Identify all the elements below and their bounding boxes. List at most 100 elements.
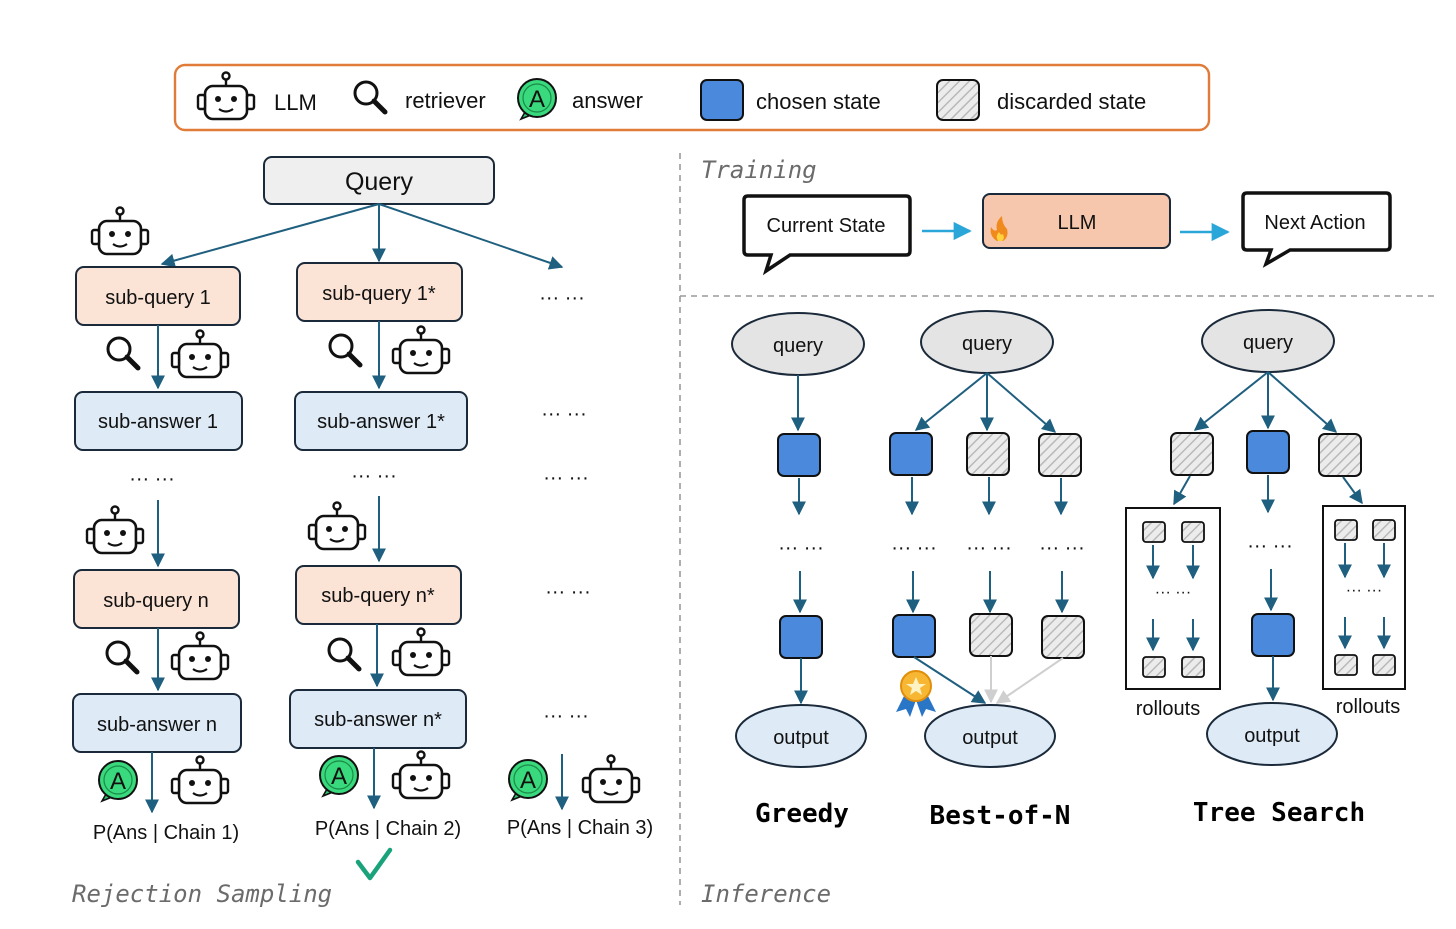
query-label: Query	[345, 168, 414, 196]
legend-llm-label: LLM	[274, 90, 317, 115]
chain1-subquery1-label: sub-query 1	[105, 287, 211, 309]
check-icon	[355, 847, 393, 881]
magnifier-icon	[108, 338, 138, 368]
magnifier-icon	[329, 639, 359, 669]
tree-output-node	[1206, 702, 1338, 766]
chain1-subanswern-label: sub-answer n	[97, 714, 217, 736]
ellipsis: ··· ···	[543, 705, 589, 727]
ellipsis: ··· ···	[541, 403, 587, 425]
arrow	[986, 372, 1057, 433]
rollout-state	[1372, 654, 1396, 676]
rollout-state	[1372, 519, 1396, 541]
ellipsis: ··· ···	[1039, 537, 1085, 559]
chain2-subqueryn-box	[295, 565, 462, 625]
robot-icon	[170, 755, 230, 805]
current-state-bubble	[742, 194, 912, 276]
rollout-state	[1142, 656, 1166, 678]
bon-query-label: query	[962, 333, 1012, 355]
chain1-subqueryn-box	[73, 569, 240, 629]
greedy-output-label: output	[773, 727, 829, 749]
discarded-state	[1041, 615, 1085, 659]
answer-glyph: A	[110, 768, 126, 795]
legend-answer-label: answer	[572, 88, 643, 113]
tree-search-title: Tree Search	[1193, 798, 1365, 828]
chain2-prob-label: P(Ans | Chain 2)	[315, 818, 461, 840]
arrow	[378, 203, 564, 270]
greedy-title: Greedy	[755, 799, 849, 829]
bon-output-label: output	[962, 727, 1018, 749]
arrow	[160, 203, 380, 268]
training-label: Training	[701, 156, 817, 184]
rollout-state	[1334, 654, 1358, 676]
arrow	[914, 372, 988, 431]
inference-label: Inference	[701, 880, 831, 908]
chain2-subqueryn-label: sub-query n*	[321, 585, 435, 607]
ellipsis: ··· ···	[891, 537, 937, 559]
current-state-label: Current State	[767, 215, 886, 237]
chain1-subqueryn-label: sub-query n	[103, 590, 209, 612]
legend-chosen-swatch	[700, 79, 744, 121]
magnifier-icon	[330, 335, 360, 365]
robot-icon	[85, 505, 145, 555]
chain1-subanswern-box	[72, 693, 242, 753]
arrow	[1193, 371, 1269, 431]
bon-output-node	[924, 704, 1056, 768]
ellipsis: ··· ···	[1346, 582, 1382, 599]
chosen-state	[1246, 430, 1290, 474]
robot-icon	[90, 206, 150, 256]
tree-output-label: output	[1244, 725, 1300, 747]
ellipsis: ··· ···	[778, 537, 824, 559]
discarded-state	[969, 613, 1013, 657]
chain1-subanswer1-box	[74, 391, 243, 451]
chosen-state	[892, 614, 936, 658]
rollout-state	[1181, 656, 1205, 678]
chosen-state	[777, 433, 821, 477]
ellipsis: ··· ···	[539, 287, 585, 309]
legend-chosen-label: chosen state	[756, 89, 881, 114]
robot-icon	[391, 627, 451, 677]
training-llm-box	[982, 193, 1171, 249]
arrow	[1173, 475, 1191, 506]
discarded-state	[966, 432, 1010, 476]
chosen-state	[779, 615, 823, 659]
rejection-sampling-label: Rejection Sampling	[72, 880, 332, 908]
magnifier-icon	[107, 642, 137, 672]
discarded-state	[1038, 433, 1082, 477]
greedy-query-label: query	[773, 335, 823, 357]
discarded-state	[1170, 432, 1214, 476]
ellipsis: ··· ···	[351, 465, 397, 487]
fire-icon-core	[996, 232, 1004, 241]
robot-icon	[170, 329, 230, 379]
chosen-state	[1251, 613, 1295, 657]
chain2-subanswer1-box	[294, 391, 468, 451]
bestofn-title: Best-of-N	[930, 801, 1071, 831]
next-action-label: Next Action	[1264, 212, 1365, 234]
answer-glyph: A	[529, 86, 545, 113]
chain2-subanswern-box	[289, 689, 467, 749]
ellipsis: ··· ···	[966, 537, 1012, 559]
greedy-output-node	[735, 704, 867, 768]
chain3-prob-label: P(Ans | Chain 3)	[507, 817, 653, 839]
training-llm-label: LLM	[1058, 212, 1097, 234]
robot-icon	[581, 754, 641, 804]
rollout-state	[1181, 521, 1205, 543]
answer-glyph: A	[331, 763, 347, 790]
award-icon	[896, 670, 936, 717]
next-action-bubble	[1241, 191, 1392, 268]
legend-discarded-swatch	[936, 79, 980, 121]
ellipsis: ··· ···	[129, 468, 175, 490]
ellipsis: ··· ···	[1155, 584, 1191, 601]
legend-discarded-label: discarded state	[997, 89, 1146, 114]
chain2-subanswer1-label: sub-answer 1*	[317, 411, 445, 433]
ellipsis: ··· ···	[545, 581, 591, 603]
ellipsis: ··· ···	[1247, 535, 1293, 557]
rollout-state	[1142, 521, 1166, 543]
ellipsis: ··· ···	[543, 467, 589, 489]
robot-icon	[307, 501, 367, 551]
arrow	[1267, 371, 1338, 433]
chain2-subanswern-label: sub-answer n*	[314, 709, 442, 731]
robot-icon	[391, 750, 451, 800]
rollouts-label-left: rollouts	[1136, 698, 1200, 720]
robot-icon	[170, 631, 230, 681]
